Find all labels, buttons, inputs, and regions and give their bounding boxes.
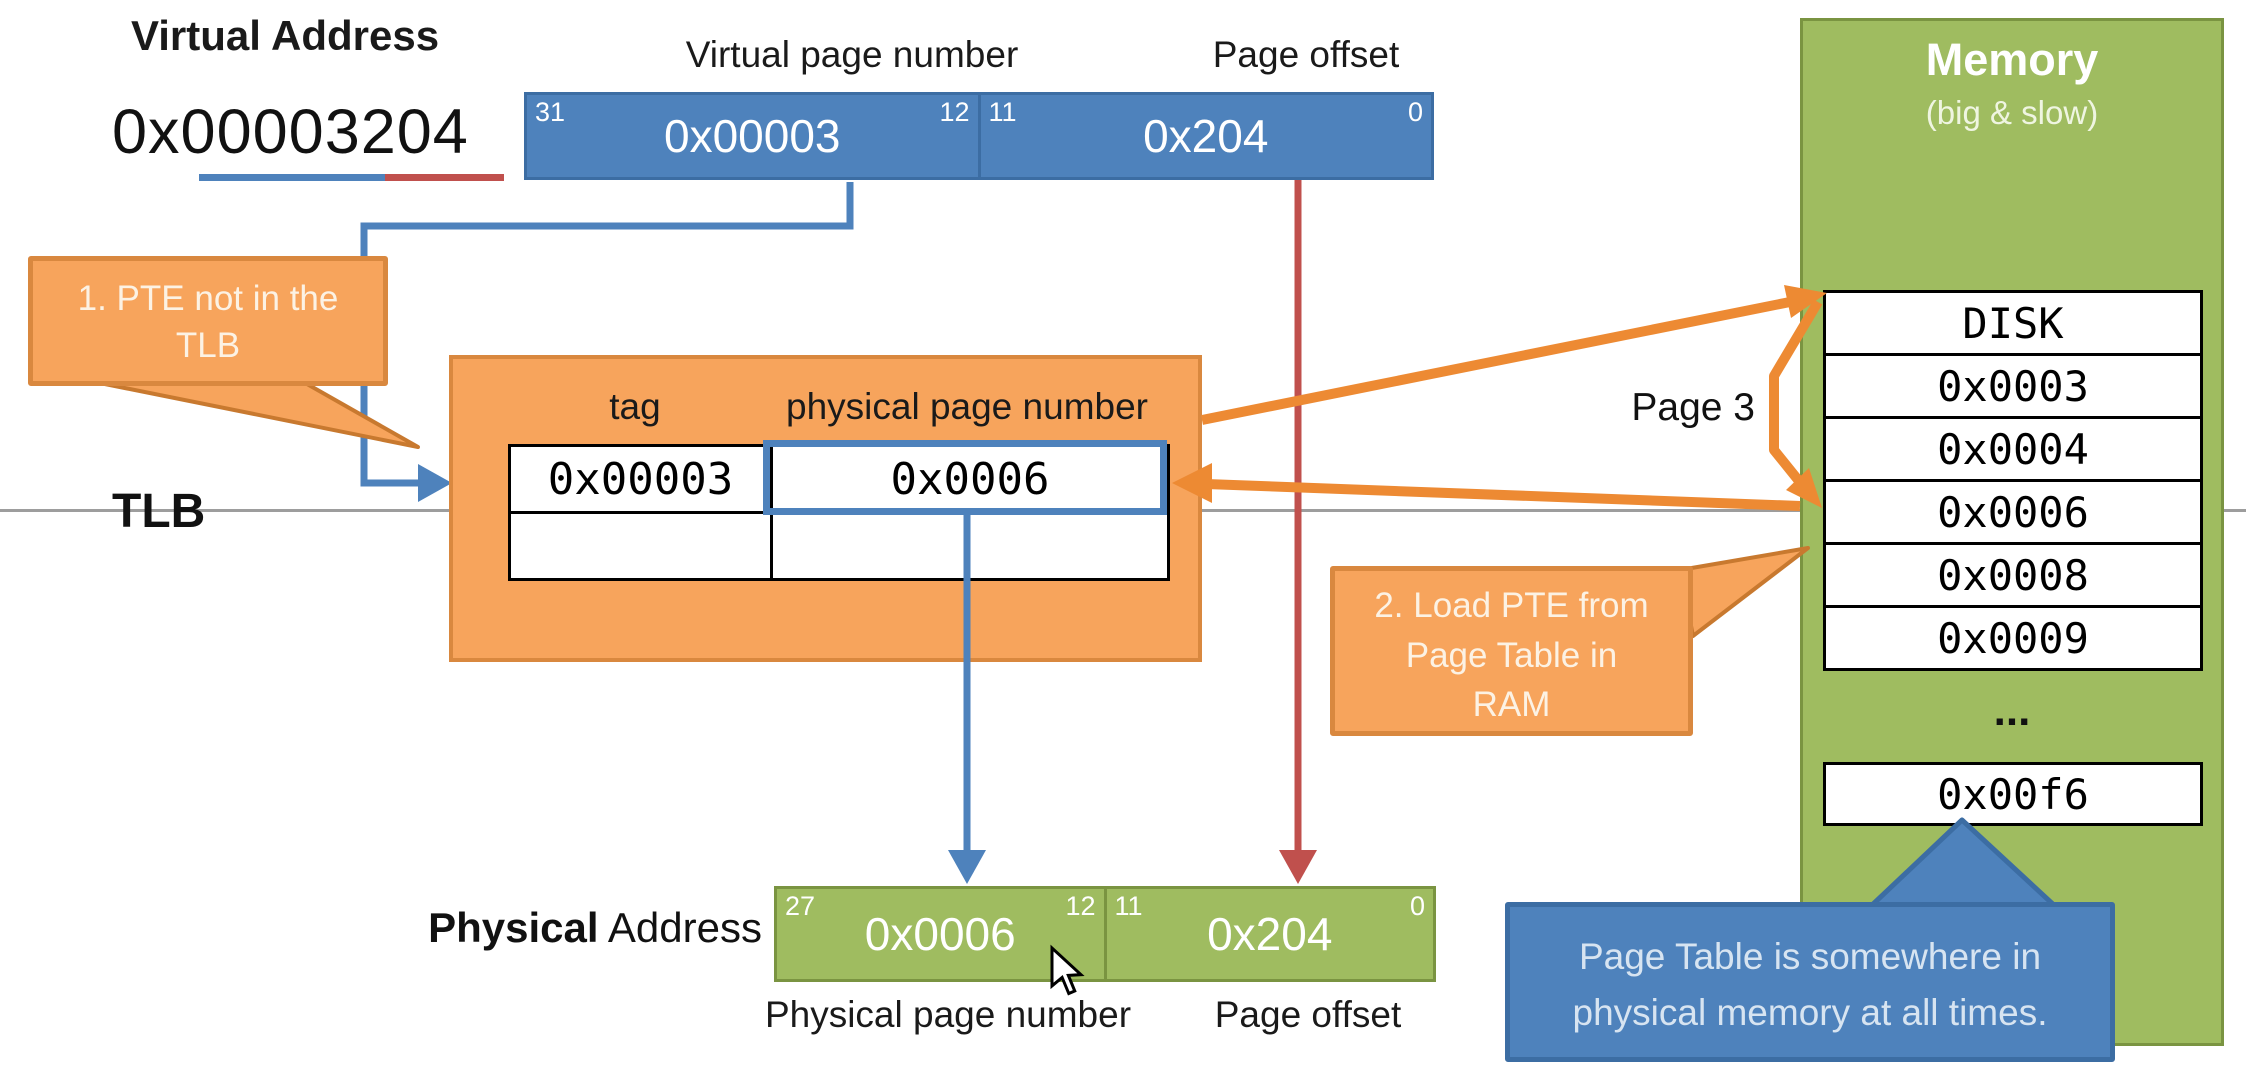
callout-step2: 2. Load PTE from Page Table in RAM xyxy=(1330,566,1693,736)
page3-label: Page 3 xyxy=(1631,386,1755,429)
bit-0: 0 xyxy=(1407,97,1423,127)
vpn-value: 0x00003 xyxy=(664,110,841,162)
page-offset-label-bottom: Page offset xyxy=(1214,994,1402,1035)
bit-11: 11 xyxy=(988,97,1017,127)
memory-row: 0x0003 xyxy=(1826,356,2200,416)
memory-row: 0x0008 xyxy=(1826,545,2200,605)
virtual-address-box: 31 0x00003 12 11 0x204 0 xyxy=(524,92,1434,180)
bit-12b: 12 xyxy=(1065,891,1096,921)
virtual-address-value: 0x00003204 xyxy=(112,97,469,167)
physical-page-number-label: Physical page number xyxy=(764,994,1132,1035)
page-offset-label-top: Page offset xyxy=(1212,34,1400,75)
memory-rows: DISK 0x0003 0x0004 0x0006 0x0008 0x0009 xyxy=(1823,290,2203,671)
memory-row: 0x0006 xyxy=(1826,482,2200,542)
callout-page-table-note: Page Table is somewhere in physical memo… xyxy=(1505,902,2115,1062)
tlb-ppn-header: physical page number xyxy=(786,386,1148,427)
physical-page-number-field: 27 0x0006 12 xyxy=(777,889,1107,979)
physical-offset-value: 0x204 xyxy=(1207,908,1333,960)
tlb-tag-header: tag xyxy=(609,386,661,427)
physical-address-title: Physical Address xyxy=(428,904,762,951)
tlb-label: TLB xyxy=(112,485,206,538)
memory-row-pagetable: 0x00f6 xyxy=(1823,762,2203,826)
memory-row: 0x0004 xyxy=(1826,419,2200,479)
tlb-cell-tag-0: 0x00003 xyxy=(511,447,770,511)
virtual-address-title: Virtual Address xyxy=(130,12,440,59)
memory-ellipsis: ... xyxy=(1993,686,2031,735)
tlb-hit-highlight xyxy=(763,440,1167,515)
bit-12: 12 xyxy=(939,97,970,127)
memory-subtitle: (big & slow) xyxy=(1925,94,2099,131)
memory-row-disk: DISK xyxy=(1826,293,2200,353)
virtual-page-number-field: 31 0x00003 12 xyxy=(527,95,981,177)
page-offset-field: 11 0x204 0 xyxy=(981,95,1432,177)
memory-row: 0x0009 xyxy=(1826,608,2200,668)
tlb-cell-tag-1 xyxy=(511,514,770,578)
offset-underline xyxy=(385,174,504,181)
ppn-value: 0x0006 xyxy=(864,908,1016,960)
physical-offset-field: 11 0x204 0 xyxy=(1107,889,1434,979)
bit-27: 27 xyxy=(785,891,816,921)
callout-step1: 1. PTE not in the TLB xyxy=(28,256,388,386)
vpn-underline xyxy=(199,174,385,181)
offset-value: 0x204 xyxy=(1143,110,1269,162)
tlb-cell-ppn-1 xyxy=(773,514,1167,578)
memory-title: Memory xyxy=(1925,34,2099,85)
bit-0b: 0 xyxy=(1409,891,1425,921)
bit-11b: 11 xyxy=(1114,891,1143,921)
physical-address-box: 27 0x0006 12 11 0x204 0 xyxy=(774,886,1436,982)
bit-31: 31 xyxy=(535,97,566,127)
virtual-page-number-label: Virtual page number xyxy=(685,34,1019,75)
